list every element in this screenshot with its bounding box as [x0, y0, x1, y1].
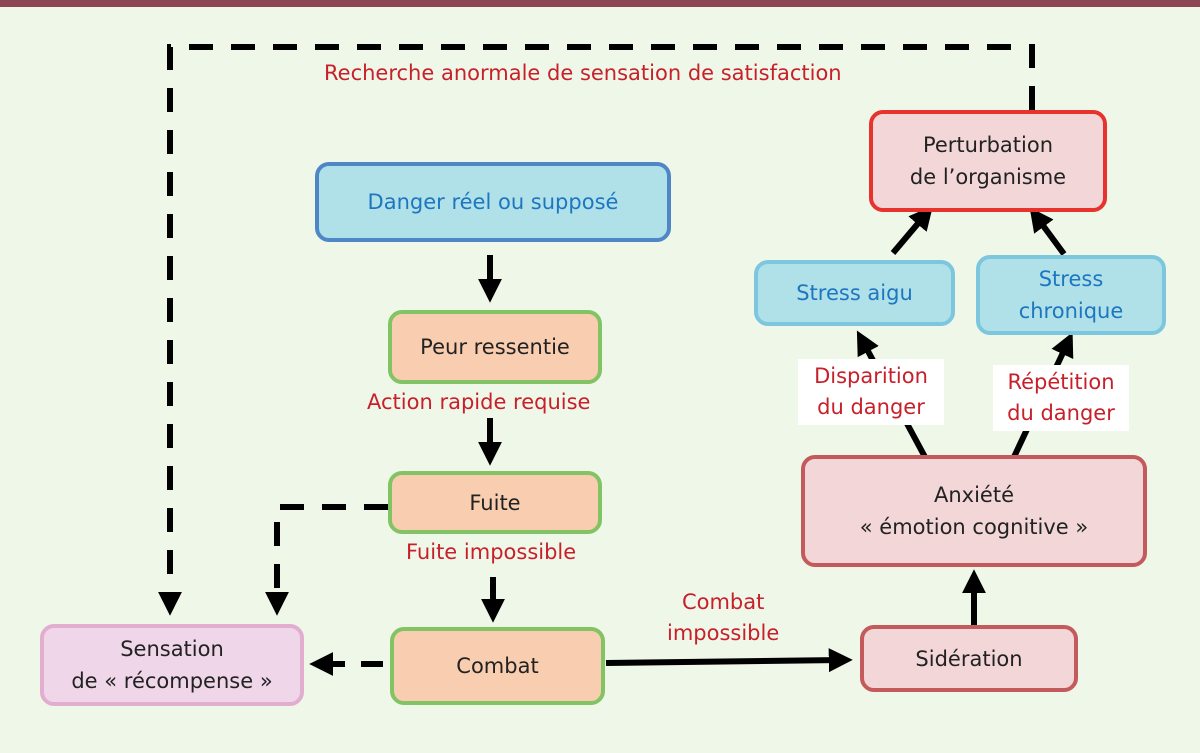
node-anxiete: Anxiété « émotion cognitive » [801, 455, 1147, 567]
node-fuite-text: Fuite [469, 490, 521, 515]
edge-stress-aigu-perturbation [890, 205, 933, 255]
label-combat-impossible: Combat impossible [667, 587, 779, 649]
label-disparition: Disparition du danger [798, 359, 944, 425]
node-perturbation-line2: de l’organisme [909, 165, 1067, 189]
node-peur: Peur ressentie [388, 310, 602, 384]
node-danger: Danger réel ou supposé [315, 162, 671, 242]
edge-fuite-sensation [265, 504, 388, 616]
top-bar [0, 0, 1200, 7]
edge-stress-chronique-perturbation [1029, 207, 1067, 256]
edge-combat-sideration [605, 648, 853, 673]
node-fuite: Fuite [388, 471, 602, 534]
node-perturbation-line1: Perturbation [922, 133, 1054, 157]
node-sensation-line2: de « récompense » [71, 669, 273, 693]
node-stress-chronique-line1: Stress [1038, 267, 1104, 291]
label-combat-impossible-line2: impossible [667, 621, 780, 645]
node-stress-aigu-text: Stress aigu [796, 281, 913, 305]
node-stress-chronique-line2: chronique [1018, 299, 1124, 323]
node-stress-aigu: Stress aigu [754, 260, 955, 326]
node-combat: Combat [390, 627, 605, 705]
label-recherche: Recherche anormale de sensation de satis… [324, 61, 842, 85]
label-repetition-line1: Répétition [1007, 370, 1115, 394]
node-stress-chronique: Stress chronique [976, 255, 1166, 335]
node-perturbation: Perturbation de l’organisme [869, 110, 1107, 212]
label-combat-impossible-line1: Combat [681, 590, 765, 614]
node-danger-text: Danger réel ou supposé [367, 190, 619, 214]
label-action-rapide: Action rapide requise [367, 390, 591, 414]
label-fuite-impossible: Fuite impossible [406, 540, 577, 564]
label-repetition: Répétition du danger [993, 365, 1129, 431]
node-anxiete-line1: Anxiété [933, 483, 1014, 507]
label-repetition-line2: du danger [1007, 401, 1115, 425]
node-sensation-line1: Sensation [120, 637, 224, 661]
node-sideration: Sidération [860, 625, 1078, 692]
node-peur-text: Peur ressentie [420, 335, 570, 359]
label-disparition-line2: du danger [817, 395, 925, 419]
node-sensation: Sensation de « récompense » [40, 624, 304, 706]
node-combat-text: Combat [456, 654, 539, 678]
node-anxiete-line2: « émotion cognitive » [859, 515, 1089, 539]
node-sideration-text: Sidération [915, 646, 1023, 671]
label-disparition-line1: Disparition [814, 364, 928, 388]
